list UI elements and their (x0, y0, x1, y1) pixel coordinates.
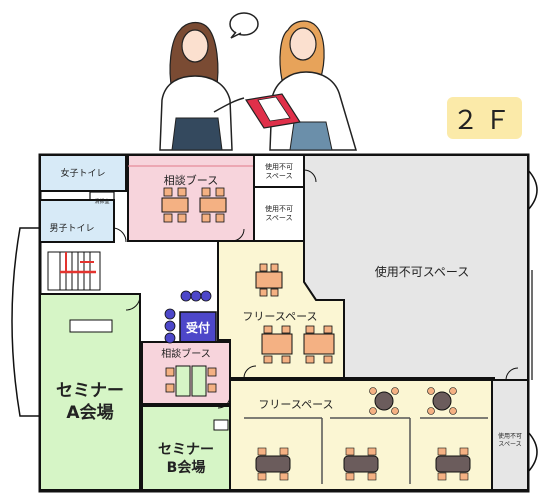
table-icon (343, 447, 379, 481)
table-icon (175, 365, 191, 397)
unavailable-right-line2: スペース (498, 441, 521, 448)
chair-icon (259, 288, 268, 297)
consult-booth-top-label: 相談ブース (164, 173, 218, 187)
speech-bubble-icon (229, 12, 259, 39)
seminar-a-line2: A会場 (66, 402, 113, 423)
unavailable-small-1 (253, 154, 305, 188)
person-right (269, 20, 358, 151)
person-left (159, 21, 245, 151)
chair-icon (165, 367, 175, 377)
chair-icon (163, 213, 173, 223)
table-icon (199, 197, 227, 213)
chair-icon (164, 320, 176, 332)
consult-booth-top (127, 154, 255, 242)
table-icon (161, 197, 189, 213)
womens-restroom-label: 女子トイレ (60, 167, 105, 179)
chair-icon (164, 308, 176, 320)
table-icon (255, 271, 283, 289)
mens-restroom (39, 199, 115, 243)
chair-icon (270, 288, 279, 297)
table-icon (303, 333, 335, 355)
floor-badge: ２Ｆ (447, 97, 522, 139)
unavailable-small-1-line2: スペース (265, 172, 292, 180)
seminar-a-lectern (69, 319, 113, 333)
chair-icon (281, 355, 291, 364)
seminar-b-line1: セミナー (158, 442, 214, 458)
mens-restroom-label: 男子トイレ (49, 223, 94, 234)
chair-icon (180, 290, 192, 302)
table-icon (255, 447, 291, 481)
chair-icon (305, 325, 315, 334)
round-table-icon (427, 387, 457, 415)
chair-icon (190, 290, 202, 302)
lower-partitions (244, 417, 488, 484)
consult-mid-furniture (165, 365, 217, 397)
people-talking-illustration (159, 12, 358, 151)
seminar-a-line1: セミナー (56, 381, 124, 401)
chair-icon (165, 383, 175, 393)
clipboard-icon (245, 93, 301, 129)
unavailable-small-2-line2: スペース (265, 214, 292, 222)
table-icon (191, 365, 207, 397)
chair-icon (207, 383, 217, 393)
unavailable-small-2-line1: 使用不可 (265, 204, 293, 213)
unavailable-right-line1: 使用不可 (498, 432, 522, 440)
table-icon (261, 333, 293, 355)
unavailable-small-2 (253, 186, 305, 242)
chair-icon (259, 263, 268, 272)
consult-top-furniture (161, 187, 227, 223)
free-space-lower-label: フリースペース (258, 398, 333, 411)
chair-icon (215, 187, 225, 197)
chair-icon (215, 213, 225, 223)
free-space-upper-label: フリースペース (242, 310, 317, 323)
round-table-icon (369, 387, 399, 415)
seminar-b-line2: B会場 (167, 459, 206, 476)
right-bay-bottom (527, 431, 538, 473)
free-space-lower (229, 379, 493, 491)
table-icon (435, 447, 471, 481)
chair-icon (305, 355, 315, 364)
chair-icon (207, 367, 217, 377)
chair-icon (177, 187, 187, 197)
chair-icon (270, 263, 279, 272)
right-bay-top (527, 169, 538, 211)
chair-icon (201, 187, 211, 197)
unavailable-large-label: 使用不可スペース (375, 264, 470, 279)
reception-label: 受付 (186, 320, 210, 335)
door-swing-icon (113, 169, 519, 409)
unavailable-right (491, 379, 529, 491)
lower-tables (255, 447, 471, 481)
chair-icon (200, 290, 212, 302)
stairs-icon (47, 251, 101, 291)
chair-icon (281, 325, 291, 334)
round-tables (369, 387, 457, 415)
chair-icon (263, 355, 273, 364)
janitor-room-label: 清掃室 (94, 198, 109, 205)
chair-icon (323, 355, 333, 364)
free-upper-furniture (255, 263, 335, 364)
chair-icon (263, 325, 273, 334)
reception-chairs (164, 290, 212, 344)
chair-icon (163, 187, 173, 197)
chair-icon (177, 213, 187, 223)
chair-icon (201, 213, 211, 223)
chair-icon (164, 332, 176, 344)
chair-icon (323, 325, 333, 334)
womens-restroom (39, 154, 127, 192)
left-bay-window (11, 227, 40, 417)
consult-booth-mid-label: 相談ブース (161, 347, 211, 360)
unavailable-small-1-line1: 使用不可 (265, 162, 293, 171)
